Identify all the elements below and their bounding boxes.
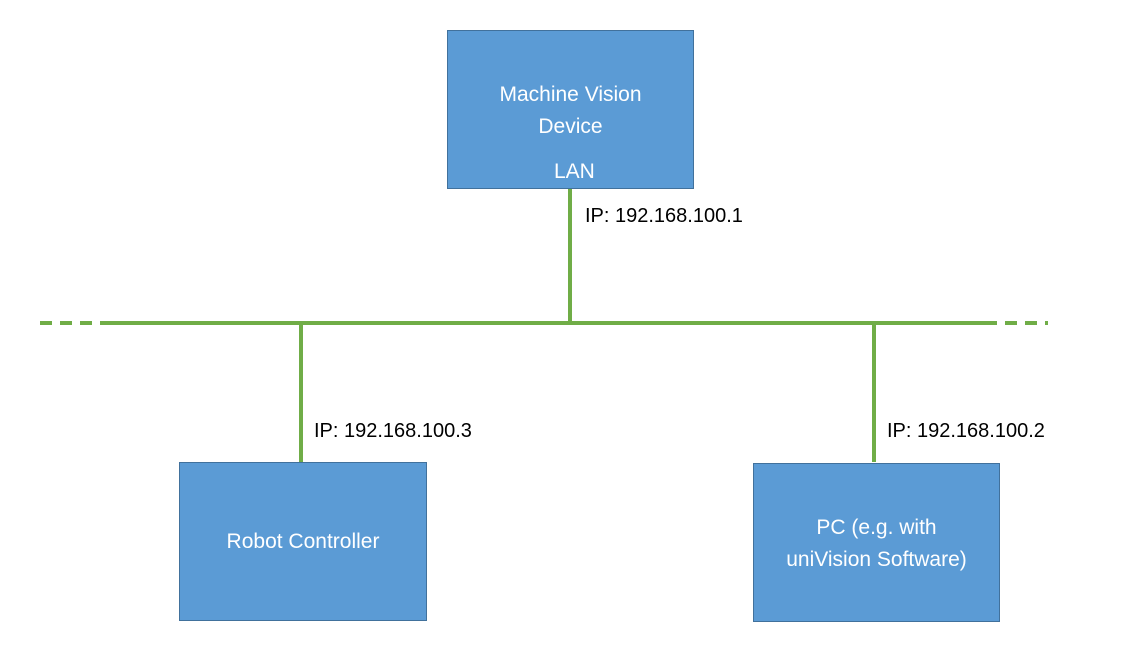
machine-vision-ip-label: IP: 192.168.100.1 <box>585 205 743 227</box>
machine-vision-title-line-1: Machine Vision <box>499 83 642 106</box>
pc-title-line-1: PC (e.g. with <box>816 516 937 539</box>
robot-controller-box: Robot Controller <box>179 462 427 621</box>
lan-port-label: LAN <box>554 160 595 183</box>
machine-vision-device-box: Machine Vision Device LAN <box>447 30 694 189</box>
pc-box: PC (e.g. with uniVision Software) <box>753 463 1000 622</box>
machine-vision-title-line-2: Device <box>538 115 603 138</box>
robot-controller-title: Robot Controller <box>226 530 380 553</box>
robot-controller-ip-label: IP: 192.168.100.3 <box>314 420 472 442</box>
pc-title-line-2: uniVision Software) <box>786 548 967 571</box>
pc-ip-label: IP: 192.168.100.2 <box>887 420 1045 442</box>
